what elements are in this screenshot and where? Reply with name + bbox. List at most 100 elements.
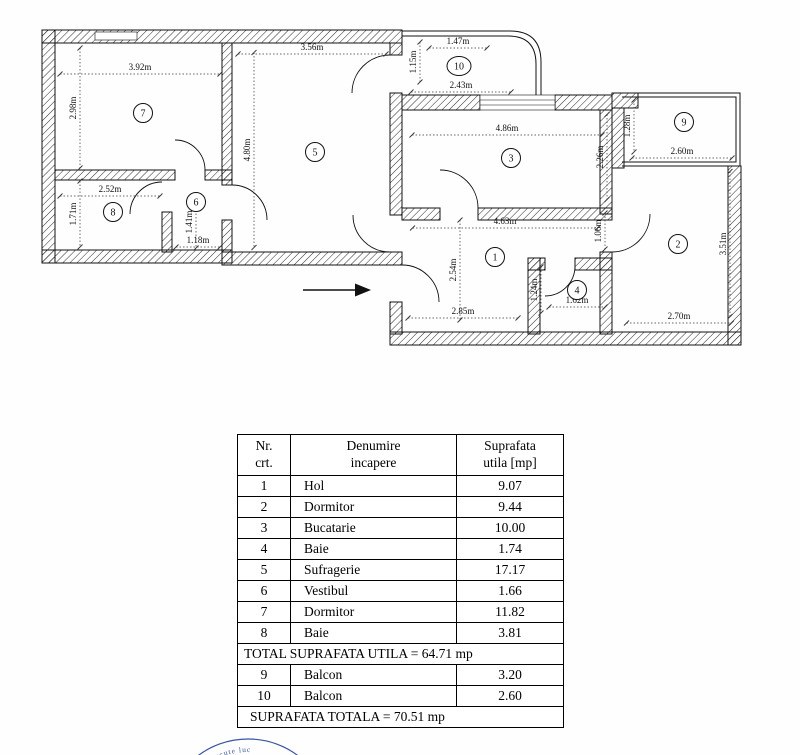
cell-room-area: 11.82 — [456, 600, 564, 623]
cell-room-name: Dormitor — [290, 495, 457, 518]
dimension: 2.85m — [405, 306, 521, 321]
dimension: 2.52m — [57, 184, 163, 199]
cell-room-area: 3.20 — [456, 663, 564, 686]
cell-room-number: 10 — [237, 684, 291, 707]
room-number: 3 — [509, 154, 514, 165]
dimension-label: 4.80m — [242, 139, 252, 162]
balcony-9-outline — [622, 92, 741, 167]
stamp-svg: l sa execute luc — [190, 738, 298, 755]
cell-room-area: 2.60 — [456, 684, 564, 707]
dimension-label: 4.86m — [496, 123, 519, 133]
cell-room-number: 9 — [237, 663, 291, 686]
cell-room-number: 6 — [237, 579, 291, 602]
dimension: 2.60m — [629, 146, 735, 161]
room-number: 10 — [454, 62, 464, 73]
room-number: 4 — [575, 286, 580, 297]
dimension-label: 1.18m — [187, 235, 210, 245]
cell-room-area: 3.81 — [456, 621, 564, 644]
window-top-left — [94, 31, 138, 41]
cell-room-name: Vestibul — [290, 579, 457, 602]
dimension: 4.63m — [409, 216, 601, 231]
dimension-label: 3.92m — [129, 62, 152, 72]
room-number-badge: 4 — [567, 280, 587, 300]
cell-room-area: 10.00 — [456, 516, 564, 539]
room-number: 9 — [682, 118, 687, 129]
dimension-label: 2.52m — [99, 184, 122, 194]
room-number-badge: 6 — [186, 192, 206, 212]
dimension: 2.26m — [595, 111, 610, 203]
dimension: 1.15m — [408, 39, 423, 85]
cell-room-number: 3 — [237, 516, 291, 539]
dimension-label: 1.28m — [622, 115, 632, 138]
dimension: 3.56m — [235, 42, 389, 57]
header-nr-crt: Nr. crt. — [237, 434, 291, 476]
cell-room-number: 5 — [237, 558, 291, 581]
dimension: 4.86m — [409, 123, 605, 138]
dimension-label: 2.54m — [448, 259, 458, 282]
cell-room-name: Balcon — [290, 684, 457, 707]
dimension-label: 1.47m — [447, 36, 470, 46]
room-number-badges: 1 2 3 4 5 6 7 8 9 10 — [103, 56, 694, 300]
dimension: 2.70m — [623, 311, 735, 326]
cell-room-name: Baie — [290, 537, 457, 560]
cell-room-area: 9.44 — [456, 495, 564, 518]
cell-room-number: 7 — [237, 600, 291, 623]
dimension: 4.80m — [242, 49, 257, 251]
room-number: 7 — [141, 109, 146, 120]
room-number-badge: 1 — [485, 247, 505, 267]
cell-room-name: Bucatarie — [290, 516, 457, 539]
cell-room-area: 17.17 — [456, 558, 564, 581]
room-number-badge: 7 — [133, 103, 153, 123]
cell-room-name: Dormitor — [290, 600, 457, 623]
cell-room-number: 2 — [237, 495, 291, 518]
dimension-label: 2.85m — [452, 306, 475, 316]
room-number: 5 — [313, 148, 318, 159]
cell-room-number: 8 — [237, 621, 291, 644]
dimension: 1.06m — [593, 210, 608, 252]
dimension-label: 2.43m — [450, 80, 473, 90]
dimension: 1.28m — [622, 97, 637, 155]
dimension-label: 1.06m — [593, 220, 603, 243]
dimension: 1.71m — [68, 178, 83, 250]
header-denumire: Denumire incapere — [290, 434, 457, 476]
cell-room-number: 1 — [237, 474, 291, 497]
cell-room-name: Sufragerie — [290, 558, 457, 581]
room-number-badge: 2 — [668, 234, 688, 254]
cell-room-area: 1.74 — [456, 537, 564, 560]
room-number-badge: 10 — [446, 56, 472, 76]
total-row: TOTAL SUPRAFATA UTILA = 64.71 mp — [237, 642, 564, 665]
room-number: 8 — [111, 208, 116, 219]
cell-room-name: Balcon — [290, 663, 457, 686]
dimension-label: 1.41m — [184, 211, 194, 234]
total-label: SUPRAFATA TOTALA = 70.51 mp — [237, 705, 564, 728]
dimension-label: 3.56m — [301, 42, 324, 52]
dimension: 3.92m — [57, 62, 223, 77]
dimension: 1.24m — [529, 264, 544, 316]
table-header-row: Nr. crt. Denumire incapere Suprafata uti… — [237, 434, 564, 476]
room-number-badge: 5 — [305, 142, 325, 162]
dimension-label: 2.60m — [671, 146, 694, 156]
stamp-seal: l sa execute luc — [148, 736, 348, 755]
dimension: 2.98m — [68, 45, 83, 171]
walls — [41, 29, 742, 346]
entrance-arrow-icon — [303, 283, 371, 297]
dimension: 2.43m — [408, 80, 514, 95]
dimension-label: 1.15m — [408, 51, 418, 74]
room-number: 6 — [194, 198, 199, 209]
header-suprafata: Suprafata utila [mp] — [456, 434, 564, 476]
dimension: 1.47m — [426, 36, 490, 51]
door-arcs — [129, 54, 651, 303]
room-number: 1 — [493, 253, 498, 264]
dimension-label: 2.70m — [668, 311, 691, 321]
dimension-label: 2.98m — [68, 97, 78, 120]
